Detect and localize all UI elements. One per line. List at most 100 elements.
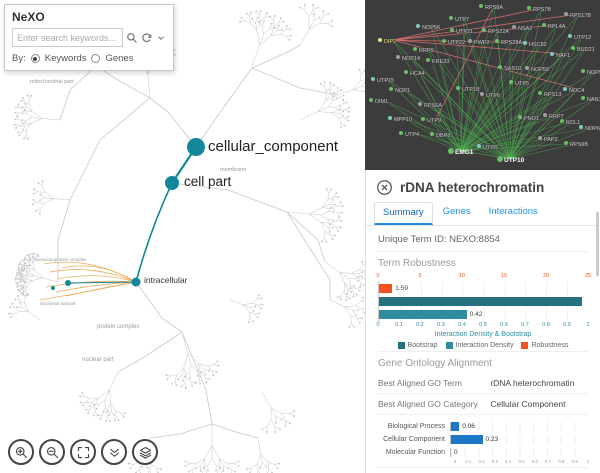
network-node-DIM1[interactable]: DIM1 — [374, 98, 388, 105]
network-node-NAF1[interactable]: NAF1 — [555, 52, 570, 59]
tab-genes[interactable]: Genes — [442, 206, 471, 217]
tab-summary[interactable]: Summary — [374, 202, 433, 225]
network-node-NAN1[interactable]: NAN1 — [586, 96, 600, 103]
network-node-NOP14[interactable]: NOP14 — [401, 55, 420, 62]
tree-node-label-ribonucleoprotein-complex[interactable]: ribonucleoprotein complex — [34, 257, 87, 262]
map-toolbar — [8, 439, 158, 465]
network-node-NOP9[interactable]: NOP9 — [586, 69, 600, 76]
section-title-robustness: Term Robustness — [378, 251, 588, 273]
collapse-tree-button[interactable] — [101, 439, 127, 465]
radio-genes-label[interactable]: Genes — [105, 53, 134, 64]
zoom-in-button[interactable] — [8, 439, 34, 465]
detail-body: Unique Term ID: NEXO:8854 Term Robustnes… — [366, 226, 600, 473]
network-node-NOP56[interactable]: NOP56 — [421, 24, 440, 31]
network-node-PWP2[interactable]: PWP2 — [473, 39, 490, 46]
refresh-icon[interactable] — [141, 32, 153, 44]
network-node-RPS7B[interactable]: RPS7B — [532, 6, 552, 13]
network-node-MPP10[interactable]: MPP10 — [393, 116, 412, 123]
tree-node-label-nuclear-part[interactable]: nuclear part — [82, 357, 114, 363]
network-node-UTP4[interactable]: UTP4 — [404, 131, 419, 138]
network-node-UTP10[interactable]: UTP10 — [504, 157, 525, 164]
tree-node-intracellular[interactable] — [131, 277, 141, 287]
fit-view-button[interactable] — [70, 439, 96, 465]
network-node-NOP1[interactable]: NOP1 — [394, 87, 410, 94]
legend-bootstrap: Bootstrap — [397, 342, 438, 349]
network-node-UTP7[interactable]: UTP7 — [454, 16, 469, 23]
network-node-HCA4[interactable]: HCA4 — [409, 70, 425, 77]
network-node-RRP9[interactable]: RRP9 — [418, 47, 434, 54]
tree-node-label-intracellular[interactable]: intracellular — [144, 275, 188, 285]
network-node-RCL1[interactable]: RCL1 — [565, 119, 580, 126]
radio-keywords-label[interactable]: Keywords — [44, 53, 87, 64]
network-node-RRP7[interactable]: RRP7 — [548, 113, 564, 120]
zoom-out-button[interactable] — [39, 439, 65, 465]
network-node-UTP13[interactable]: UTP13 — [573, 34, 591, 41]
network-node-RPS17B[interactable]: RPS17B — [569, 12, 592, 19]
tree-node-cellular-component[interactable] — [187, 138, 205, 156]
network-node-DIP2[interactable]: DIP2 — [383, 38, 396, 45]
network-node-NOC4[interactable]: NOC4 — [568, 87, 584, 94]
robustness-bar-bootstrap — [379, 297, 582, 306]
network-node-NOP6[interactable]: NOP6 — [584, 125, 600, 132]
network-node-HSC82[interactable]: HSC82 — [528, 41, 547, 48]
layers-button[interactable] — [132, 439, 158, 465]
network-node-BUD21[interactable]: BUD21 — [576, 46, 595, 53]
tree-node-cell-part[interactable] — [165, 176, 179, 190]
detail-tabs: Summary Genes Interactions — [366, 202, 600, 226]
section-title-alignment: Gene Ontology Alignment — [378, 351, 588, 373]
tab-interactions[interactable]: Interactions — [488, 206, 538, 217]
tree-node-cluster[interactable] — [65, 280, 71, 286]
search-icon[interactable] — [126, 32, 138, 44]
network-node-RPS9B[interactable]: RPS9B — [569, 141, 589, 148]
network-node-RPS6A[interactable]: RPS6A — [423, 102, 443, 109]
network-node-EMG1[interactable]: EMG1 — [455, 149, 474, 156]
tree-node-label-mitochondrial-part[interactable]: mitochondrial part — [30, 79, 74, 85]
network-node-KRE33[interactable]: KRE33 — [431, 58, 450, 65]
network-node-UTP18[interactable]: UTP18 — [461, 86, 479, 93]
network-node-RPS22A[interactable]: RPS22A — [487, 28, 510, 35]
chevron-down-icon[interactable] — [156, 33, 166, 43]
tree-node-label-membrane[interactable]: membrane — [220, 167, 247, 173]
unique-term-id: Unique Term ID: NEXO:8854 — [378, 234, 500, 245]
legend-robustness: Robustness — [521, 342, 568, 349]
network-node-RPL4A[interactable]: RPL4A — [547, 23, 566, 30]
network-node-RPS8A[interactable]: RPS8A — [484, 4, 504, 11]
search-input[interactable] — [12, 28, 123, 47]
network-node-DBP8[interactable]: DBP8 — [435, 132, 451, 139]
network-node-PNO1[interactable]: PNO1 — [523, 115, 539, 122]
tree-node-label-ribosomal-subunit[interactable]: ribosomal subunit — [40, 301, 76, 306]
network-node-UTP8[interactable]: UTP8 — [482, 144, 497, 151]
tree-node-label-protein-complex[interactable]: protein complex — [97, 324, 140, 330]
ontology-tree-panel[interactable]: cellular_component cell part intracellul… — [0, 0, 365, 473]
section-title-biological-process: Biological Process — [378, 467, 588, 473]
network-node-NOP58[interactable]: NOP58 — [530, 66, 549, 73]
radio-genes[interactable] — [91, 54, 101, 63]
network-node-UTP6[interactable]: UTP6 — [485, 92, 500, 99]
network-node-UTP9[interactable]: UTP9 — [426, 117, 441, 124]
network-node-NSA2[interactable]: NSA2 — [517, 25, 533, 32]
legend-interaction-density: Interaction Density — [445, 342, 513, 349]
detail-title: rDNA heterochromatin — [400, 180, 545, 195]
network-node-PAP2[interactable]: PAP2 — [543, 136, 558, 143]
close-icon[interactable] — [376, 179, 393, 196]
network-node-RPS13[interactable]: RPS13 — [543, 91, 562, 98]
tree-node-cluster-2[interactable] — [51, 286, 55, 290]
radio-keywords[interactable] — [30, 54, 40, 63]
network-node-UTP21[interactable]: UTP21 — [455, 28, 473, 35]
network-node-RPS28A[interactable]: RPS28A — [500, 39, 523, 46]
network-node-SAS10[interactable]: SAS10 — [503, 65, 521, 72]
robustness-bar-interaction-density — [379, 310, 467, 319]
tree-node-label-cellular-component[interactable]: cellular_component — [208, 138, 339, 155]
tree-node-label-cell-part[interactable]: cell part — [184, 174, 232, 189]
network-node-UTP22[interactable]: UTP22 — [447, 39, 465, 46]
network-node-UTP5[interactable]: UTP5 — [514, 80, 529, 87]
network-node-UTP15[interactable]: UTP15 — [376, 77, 394, 84]
